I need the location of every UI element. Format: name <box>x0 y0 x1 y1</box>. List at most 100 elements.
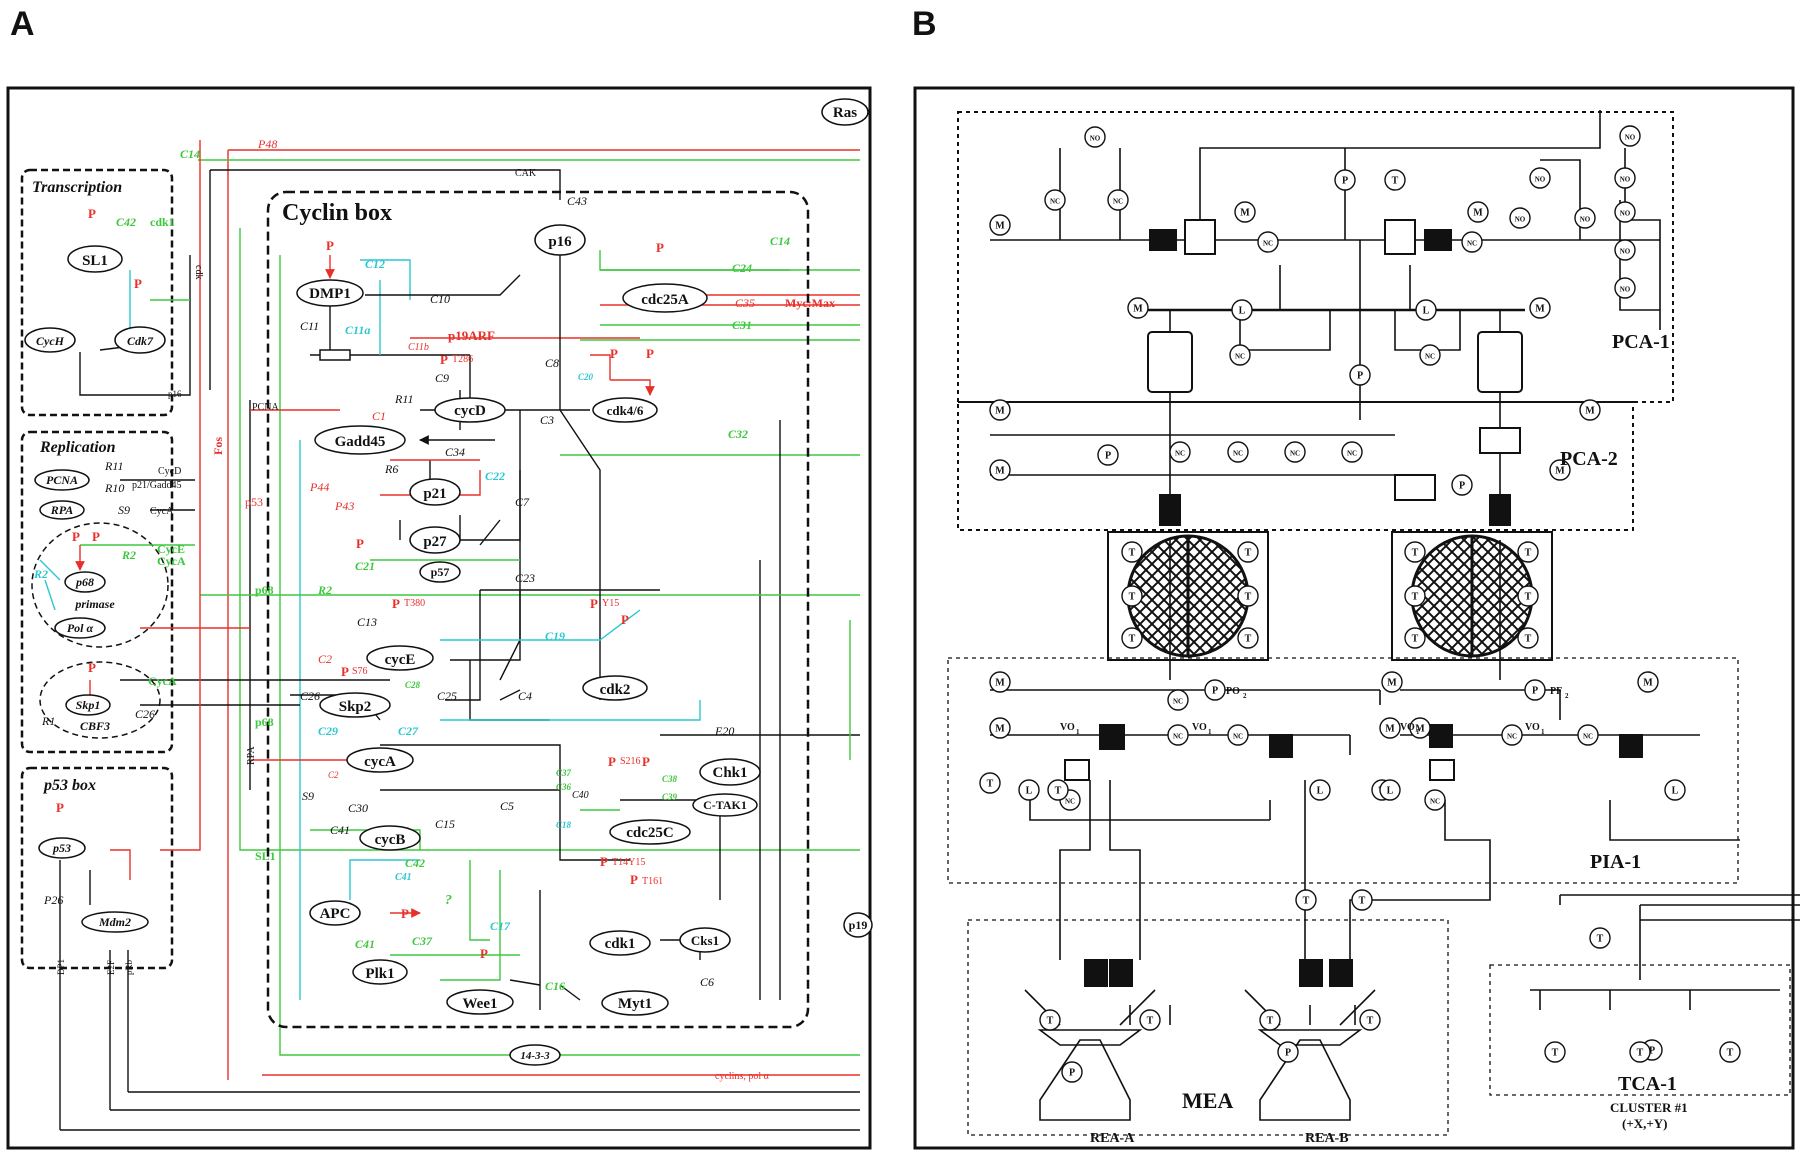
dark-filter-3 <box>1159 494 1181 526</box>
label-rea-b: REA-B <box>1305 1131 1349 1146</box>
lbl-r11b: R11 <box>104 459 123 473</box>
label-cycb: cycB <box>375 832 406 848</box>
node-p68 <box>64 571 106 593</box>
lbl-c19: C19 <box>545 629 565 643</box>
instrument-m-32 <box>989 671 1011 693</box>
lbl-r2c: R2 <box>33 567 48 581</box>
instrument-label-nc-9: NC <box>1050 198 1060 206</box>
instrument-label-m-25: M <box>1473 208 1483 219</box>
label-pf2-sub: 2 <box>1565 692 1569 700</box>
dark-filter-5 <box>1099 724 1125 750</box>
lbl-c22: C22 <box>485 469 505 483</box>
instrument-t-49 <box>1121 585 1143 607</box>
panel-a-kohn-map: Transcription Replication p53 box Cyclin… <box>6 86 873 1150</box>
instrument-m-25 <box>1467 201 1489 223</box>
dark-filter-1 <box>1149 229 1177 251</box>
phospho-sl1: P <box>88 206 96 221</box>
filter-left <box>1147 331 1193 393</box>
lbl-p44: P44 <box>309 480 329 494</box>
label-vo1-a-sub: 1 <box>1076 728 1080 736</box>
phospho-cdc25c-a: P <box>608 754 616 769</box>
lbl-c11a: C11a <box>345 323 370 337</box>
instrument-m-37 <box>1409 717 1431 739</box>
label-14-3-3: 14-3-3 <box>520 1050 550 1062</box>
phospho-p68-a: P <box>72 529 80 544</box>
lbl-cyclins-pol: cyclins, pol α <box>715 1071 770 1082</box>
dark-filter-7 <box>1429 724 1453 748</box>
lbl-c15: C15 <box>435 817 455 831</box>
label-cycd: cycD <box>454 403 486 419</box>
lbl-c25: C25 <box>437 689 457 703</box>
lbl-cak: CAK <box>515 168 537 179</box>
lbl-cyca: CycA <box>150 506 174 517</box>
lbl-c9: C9 <box>435 371 449 385</box>
lbl-c36: C36 <box>556 782 572 792</box>
lbl-c11: C11 <box>300 319 319 333</box>
instrument-label-t-53: T <box>1245 634 1252 645</box>
instrument-p-39 <box>1349 364 1371 386</box>
node-cdk7 <box>114 326 166 354</box>
instrument-no-3 <box>1614 167 1636 189</box>
instrument-label-no-5: NO <box>1620 248 1631 256</box>
instrument-label-t-49: T <box>1129 592 1136 603</box>
instrument-t-68 <box>1259 1009 1281 1031</box>
lbl-c43: C43 <box>567 194 587 208</box>
transcription-box <box>20 168 174 417</box>
lbl-c20: C20 <box>578 372 594 382</box>
lbl-c26b: C26 <box>135 707 155 721</box>
lbl-p19arf: p19ARF <box>448 328 495 343</box>
instrument-nc-14 <box>1419 344 1441 366</box>
dmp1-target <box>319 349 351 361</box>
instrument-label-m-28: M <box>995 406 1005 417</box>
node-sl1 <box>67 245 123 273</box>
label-cluster: CLUSTER #1 <box>1610 1100 1688 1115</box>
label-p19: p19 <box>849 918 868 932</box>
phospho-cyce: P <box>392 596 400 611</box>
instrument-t-55 <box>1404 585 1426 607</box>
lbl-c35: C35 <box>735 296 755 310</box>
p53-box-title: p53 box <box>42 777 96 794</box>
transcription-box-title: Transcription <box>32 179 122 196</box>
instrument-label-p-39: P <box>1357 371 1363 382</box>
lbl-c2b: C2 <box>328 770 339 780</box>
lbl-s76: S76 <box>352 666 368 677</box>
replication-box-title: Replication <box>39 439 116 456</box>
instrument-l-76 <box>1664 779 1686 801</box>
instrument-t-70 <box>1544 1041 1566 1063</box>
lbl-c16: C16 <box>545 979 565 993</box>
phospho-cdk7: P <box>134 276 142 291</box>
dark-filter-2 <box>1424 229 1452 251</box>
instrument-l-73 <box>1018 779 1040 801</box>
nozzle-rea-a <box>1039 1039 1131 1121</box>
node-p53 <box>38 837 86 859</box>
instrument-m-28 <box>989 399 1011 421</box>
instrument-l-75 <box>1379 779 1401 801</box>
phospho-cdk46-b: P <box>646 346 654 361</box>
lbl-cdk1a: cdk1 <box>150 215 175 229</box>
phospho-p53: P <box>56 800 64 815</box>
instrument-label-nc-10: NC <box>1113 198 1123 206</box>
node-cycb <box>359 825 421 851</box>
lbl-c42a: C42 <box>116 215 136 229</box>
cyclin-box-title: Cyclin box <box>282 200 392 226</box>
panel-a-frame <box>6 86 872 1150</box>
pca2-region <box>957 401 1634 531</box>
instrument-label-nc-80: NC <box>1233 733 1243 741</box>
node-cyca <box>346 747 414 773</box>
instrument-label-no-3: NO <box>1620 176 1631 184</box>
instrument-label-no-2: NO <box>1535 176 1546 184</box>
instrument-label-t-61: T <box>1055 786 1062 797</box>
instrument-nc-21 <box>1424 789 1446 811</box>
lbl-t14y15: T14Y15 <box>612 857 645 868</box>
instrument-label-t-60: T <box>987 779 994 790</box>
lbl-r2b: R2 <box>121 548 136 562</box>
instrument-nc-17 <box>1284 441 1306 463</box>
instrument-label-nc-79: NC <box>1173 733 1183 741</box>
instrument-label-nc-16: NC <box>1233 450 1243 458</box>
lbl-t286: T286 <box>452 354 473 365</box>
label-po2: PO <box>1226 686 1240 697</box>
node-wee1 <box>446 989 514 1015</box>
lbl-p68b: p68 <box>255 715 274 729</box>
label-vo1-d-sub: 1 <box>1541 728 1545 736</box>
